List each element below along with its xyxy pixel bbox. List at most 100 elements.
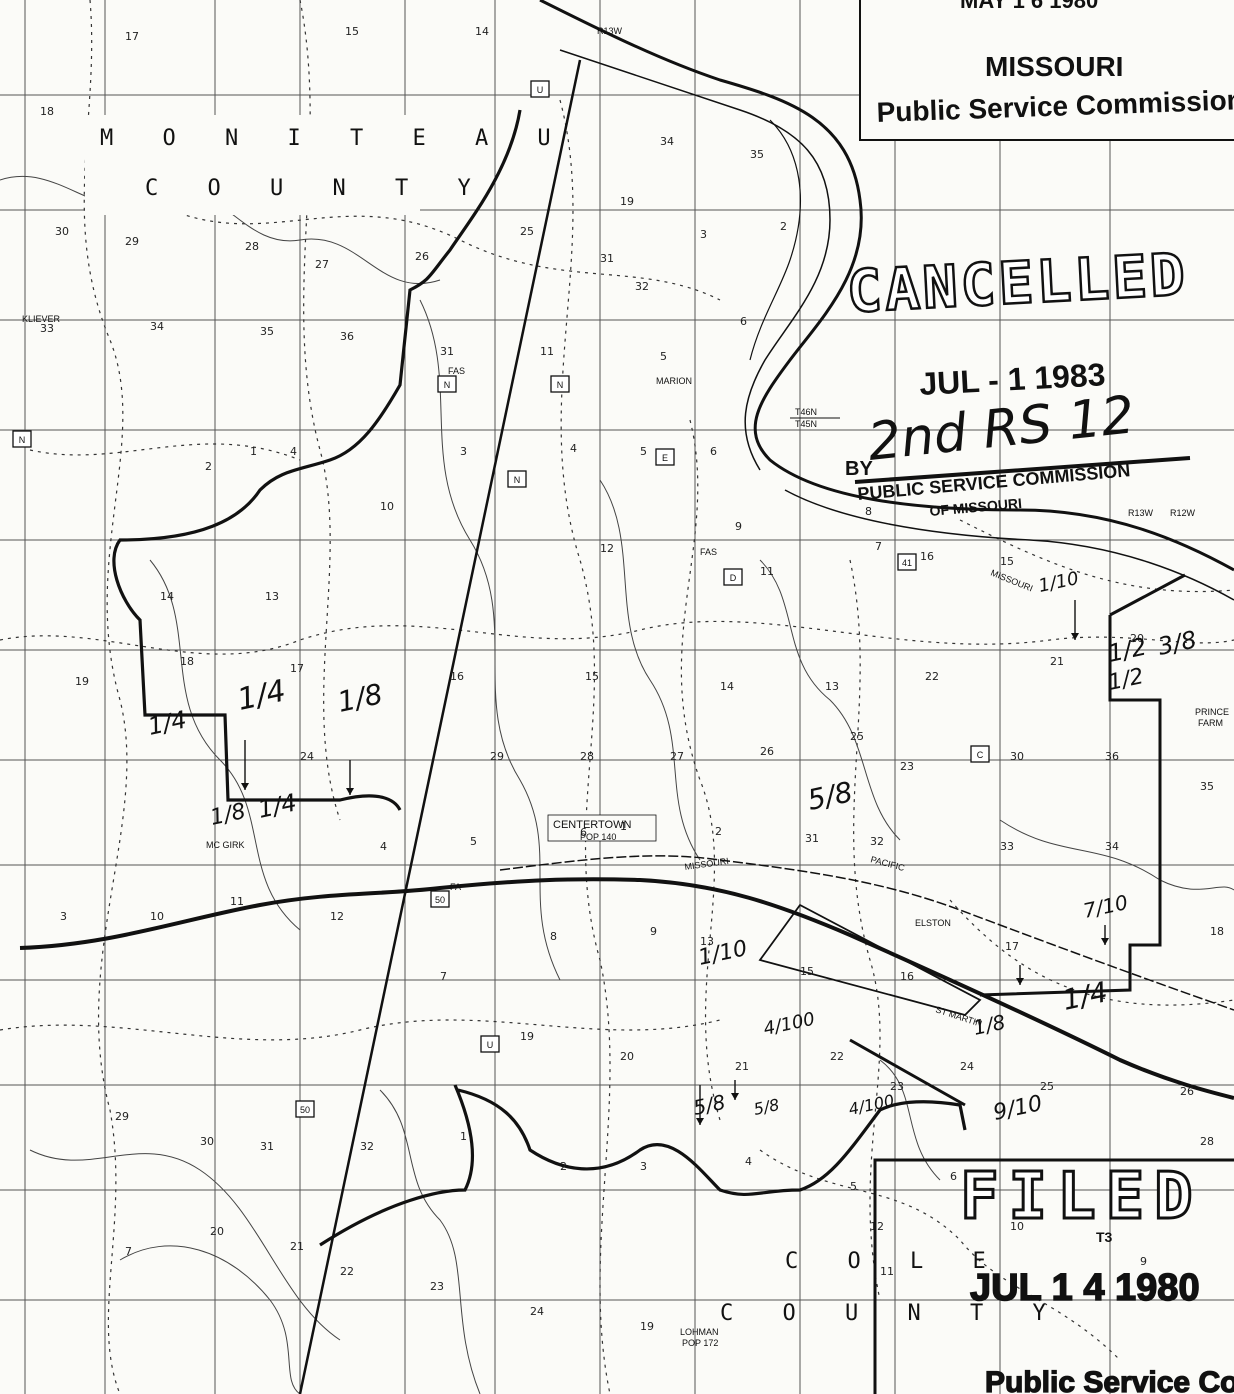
county-name-moniteau: M O N I T E A U [100,126,569,151]
section-number: 29 [115,1110,129,1123]
section-number: 28 [580,750,594,763]
route-marker-box [897,553,917,571]
section-number: 3 [700,228,707,241]
cancelled-stamp-by: BY [845,458,873,480]
filed-stamp-mark: T3 [1096,1229,1113,1245]
route-marker-label: N [514,475,521,485]
section-number: 7 [125,1245,132,1258]
route-marker-box [723,568,743,586]
county-word-cole: C O U N T Y [720,1301,1064,1326]
section-number: 6 [950,1170,957,1183]
section-number: 8 [865,505,872,518]
section-number: 26 [760,745,774,758]
distance-annotation: 1/4 [234,674,289,718]
place-kliever: KLIEVER [22,314,61,324]
route-marker-box [437,375,457,393]
place-elston: ELSTON [915,918,951,928]
section-number: 2 [780,220,787,233]
section-number: 8 [550,930,557,943]
section-number: 10 [380,500,394,513]
route-marker-label: 50 [300,1105,310,1115]
section-number: 21 [290,1240,304,1253]
received-stamp: MAY 1 6 1980 MISSOURI Public Service Com… [859,0,1234,141]
distance-annotation: 1/2 [1106,664,1146,696]
section-number: 11 [540,345,554,358]
section-number: 5 [850,1180,857,1193]
distance-annotation: 1/2 [1105,632,1149,667]
label-pacific: PACIFIC [869,854,906,873]
section-number: 19 [520,1030,534,1043]
place-centertown: CENTERTOWN [553,819,631,831]
distance-annotation: 3/8 [1155,625,1199,660]
section-number: 19 [75,675,89,688]
section-number: 25 [1040,1080,1054,1093]
route-marker-label: 50 [435,895,445,905]
received-stamp-agency-1: MISSOURI [985,51,1123,82]
county-word-moniteau: C O U N T Y [145,176,489,201]
section-number: 30 [1010,750,1024,763]
section-number: 1 [620,820,627,833]
section-number: 27 [670,750,684,763]
label-r13w: R13W [1128,508,1154,518]
section-number: 31 [805,832,819,845]
section-number: 16 [920,550,934,563]
section-number: 10 [150,910,164,923]
route-marker-box [655,448,675,466]
route-marker-box [550,375,570,393]
section-number: 3 [460,445,467,458]
section-number: 24 [530,1305,544,1318]
cancelled-stamp-word: CANCELLED [845,240,1189,326]
section-number: 5 [660,350,667,363]
route-marker-label: 41 [902,558,912,568]
section-number: 31 [600,252,614,265]
section-number: 7 [875,540,882,553]
route-marker-box [480,1035,500,1053]
distance-annotation: 5/8 [691,1090,727,1120]
route-marker-box [295,1100,315,1118]
route-marker-label: D [730,573,737,583]
section-number: 15 [800,965,814,978]
section-number: 21 [735,1060,749,1073]
distance-annotation: 1/10 [1037,568,1081,597]
section-number: 34 [1105,840,1119,853]
section-number: 30 [55,225,69,238]
section-number: 11 [230,895,244,908]
oblique-band [758,903,982,1017]
label-r13w-top: R13W [597,26,623,36]
distance-annotation: 1/4 [145,705,189,740]
filed-stamp-date: JUL 1 4 1980 [970,1267,1200,1309]
section-number: 9 [1140,1255,1147,1268]
annotation-arrowhead [696,1118,704,1125]
section-number: 14 [160,590,174,603]
section-number: 23 [900,760,914,773]
section-number: 6 [710,445,717,458]
section-number: 28 [245,240,259,253]
place-marion: MARION [656,376,692,386]
section-number: 25 [850,730,864,743]
section-number: 26 [415,250,429,263]
section-number: 21 [1050,655,1064,668]
section-number: 4 [745,1155,752,1168]
section-number: 13 [825,680,839,693]
filed-stamp: FILED T3 JUL 1 4 1980 Public Service Com… [873,1158,1234,1394]
annotation-arrowhead [1016,978,1024,985]
place-lohman: LOHMAN [680,1327,719,1337]
section-number: 11 [880,1265,894,1278]
cancelled-stamp-agency-2: OF MISSOURI [929,495,1023,519]
place-labels: CENTERTOWN POP 140 MARION KLIEVER ELSTON… [22,314,1229,1348]
section-number: 2 [715,825,722,838]
section-number: 3 [60,910,67,923]
place-centertown-pop: POP 140 [580,832,616,842]
section-number: 34 [150,320,164,333]
section-number: 20 [1130,632,1144,645]
section-number: 31 [440,345,454,358]
county-name-cole: C O L E [785,1249,1004,1274]
place-prince: PRINCE [1195,707,1229,717]
section-number: 11 [760,565,774,578]
section-number: 12 [330,910,344,923]
route-marker-label: C [977,750,984,760]
route-marker-label: U [487,1040,494,1050]
section-number: 23 [430,1280,444,1293]
